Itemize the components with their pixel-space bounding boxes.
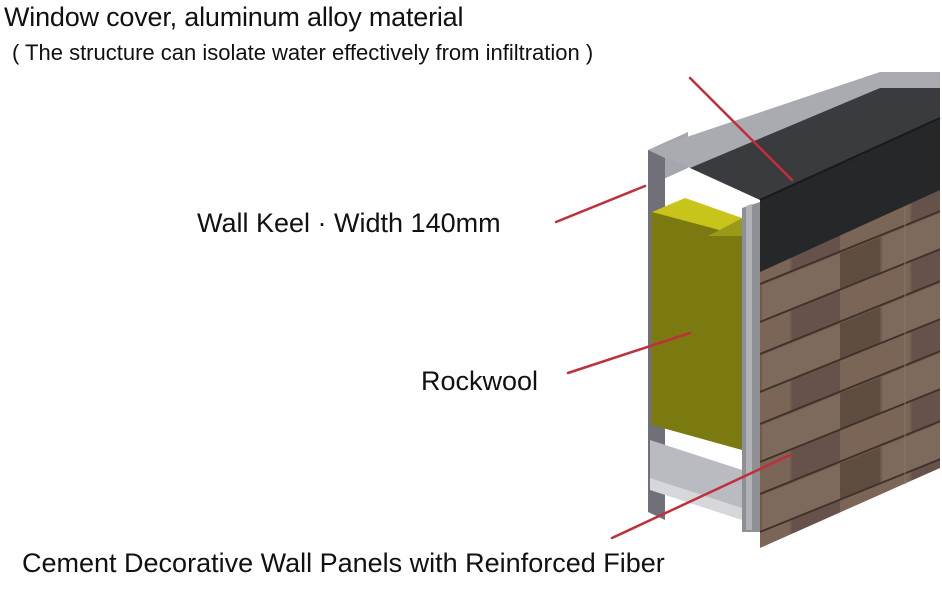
leader-wall-panel [610, 453, 792, 540]
leader-rockwool [566, 331, 692, 375]
window-cover-front [760, 118, 940, 272]
window-cover-top [690, 88, 940, 200]
window-cover-edge [759, 117, 941, 201]
wall-panel-face [760, 160, 940, 548]
rockwool-label: Rockwool [421, 366, 539, 396]
rockwool-shade [708, 218, 742, 236]
window-cover-label: Window cover, aluminum alloy material [4, 2, 464, 32]
wall-keel-label: Wall Keel · Width 140mm [197, 208, 501, 238]
rockwool-body [652, 212, 742, 450]
keel-flange-edge [746, 204, 752, 530]
keel-channel-bottom [650, 440, 742, 510]
leader-window-cover [688, 76, 794, 182]
rockwool-top [652, 198, 742, 236]
leader-wall-keel [554, 184, 647, 224]
wall-panel-label: Cement Decorative Wall Panels with Reinf… [22, 548, 665, 578]
window-cover-note: ( The structure can isolate water effect… [12, 40, 594, 65]
